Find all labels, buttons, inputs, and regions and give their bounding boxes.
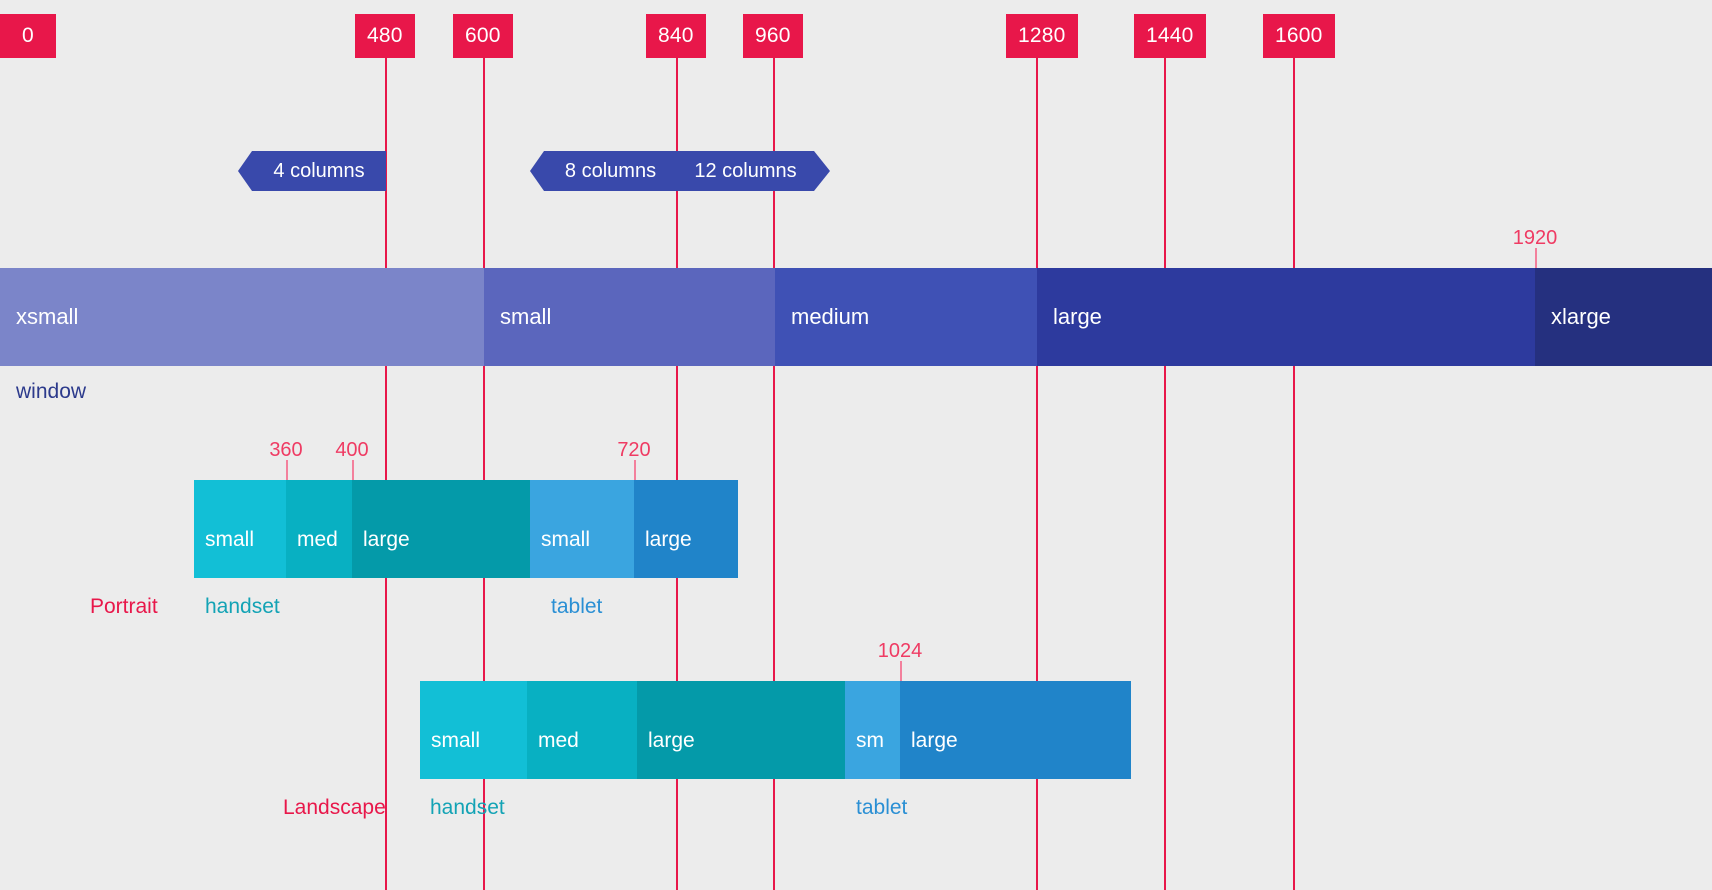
landscape-tablet-caption: tablet (856, 796, 908, 819)
breakpoint-badge-480[interactable]: 480 (355, 14, 415, 58)
window-segment-seg6 (1165, 268, 1295, 366)
breakpoint-badge-1600[interactable]: 1600 (1263, 14, 1335, 58)
landscape-tablet-bar-large: large (900, 681, 1131, 779)
portrait-tablet-caption: tablet (551, 595, 603, 618)
window-size-band: xsmall small medium large xlarge (0, 268, 1712, 366)
landscape-handset-bar-med: med (527, 681, 637, 779)
landscape-handset-bar-small: small (420, 681, 527, 779)
window-segment-seg1 (386, 268, 484, 366)
tick-line (634, 460, 636, 480)
tick-line (900, 661, 902, 681)
window-segment-label: xsmall (16, 304, 79, 329)
portrait-tick-400: 400 (292, 432, 412, 480)
breakpoint-badge-0[interactable]: 0 (0, 14, 56, 58)
window-segment-label: xlarge (1551, 304, 1611, 329)
device-bar-label: small (541, 528, 591, 551)
portrait-tick-720: 720 (574, 432, 694, 480)
tick-label: 720 (617, 439, 651, 461)
breakpoint-badge-1280[interactable]: 1280 (1006, 14, 1078, 58)
window-segment-medium: medium (775, 268, 1037, 366)
portrait-handset-caption: handset (205, 595, 280, 618)
portrait-tablet-bar-large: large (634, 480, 738, 578)
tick-line (1535, 248, 1537, 268)
portrait-handset-bar-large: large (352, 480, 420, 578)
landscape-handset-bar-seg3 (738, 681, 845, 779)
window-tick-1920: 1920 (1475, 227, 1595, 268)
landscape-handset-caption: handset (430, 796, 505, 819)
window-segment-large: large (1037, 268, 1165, 366)
device-bar-label: small (431, 729, 481, 752)
portrait-tablet-bar-small: small (530, 480, 634, 578)
window-segment-label: small (500, 304, 552, 329)
device-bar-label: sm (856, 729, 884, 752)
window-segment-label: large (1053, 304, 1102, 329)
device-bar-label: large (648, 729, 695, 752)
column-badge-4-columns[interactable]: 4 columns (238, 151, 386, 191)
window-segment-seg3 (677, 268, 775, 366)
breakpoint-rule-480 (385, 55, 387, 890)
device-bar-label: large (645, 528, 692, 551)
column-badge-12-columns[interactable]: 12 columns (677, 151, 830, 191)
device-bar-label: large (363, 528, 410, 551)
landscape-tablet-bar-sm: sm (845, 681, 900, 779)
device-bar-label: small (205, 528, 255, 551)
breakpoint-badge-840[interactable]: 840 (646, 14, 706, 58)
device-bar-label: med (297, 528, 338, 551)
breakpoint-rule-1280 (1036, 55, 1038, 890)
landscape-caption: Landscape (283, 796, 386, 819)
window-segment-xlarge: xlarge (1535, 268, 1712, 366)
window-segment-seg7 (1295, 268, 1535, 366)
breakpoint-badge-960[interactable]: 960 (743, 14, 803, 58)
landscape-tick-1024: 1024 (840, 633, 960, 681)
tick-label: 1024 (877, 640, 923, 662)
tick-line (352, 460, 354, 480)
breakpoint-rule-840 (676, 55, 678, 890)
portrait-handset-bar-med: med (286, 480, 352, 578)
device-bar-label: med (538, 729, 579, 752)
breakpoint-rule-1440 (1164, 55, 1166, 890)
device-bar-label: large (911, 729, 958, 752)
portrait-handset-bar-small: small (194, 480, 286, 578)
breakpoint-rule-1600 (1293, 55, 1295, 890)
window-segment-small: small (484, 268, 677, 366)
window-segment-xsmall: xsmall (0, 268, 386, 366)
portrait-caption: Portrait (90, 595, 158, 618)
breakpoint-rule-960 (773, 55, 775, 890)
tick-label: 400 (335, 439, 369, 461)
portrait-handset-bar-seg3 (420, 480, 530, 578)
tick-label: 360 (269, 439, 303, 461)
window-caption: window (16, 380, 87, 403)
tick-label: 1920 (1512, 227, 1558, 249)
column-badge-8-columns[interactable]: 8 columns (530, 151, 677, 191)
breakpoint-badge-1440[interactable]: 1440 (1134, 14, 1206, 58)
tick-line (286, 460, 288, 480)
portrait-tick-360: 360 (226, 432, 346, 480)
landscape-handset-bar-large: large (637, 681, 738, 779)
window-segment-label: medium (791, 304, 870, 329)
breakpoint-rule-600 (483, 55, 485, 890)
breakpoint-badge-600[interactable]: 600 (453, 14, 513, 58)
